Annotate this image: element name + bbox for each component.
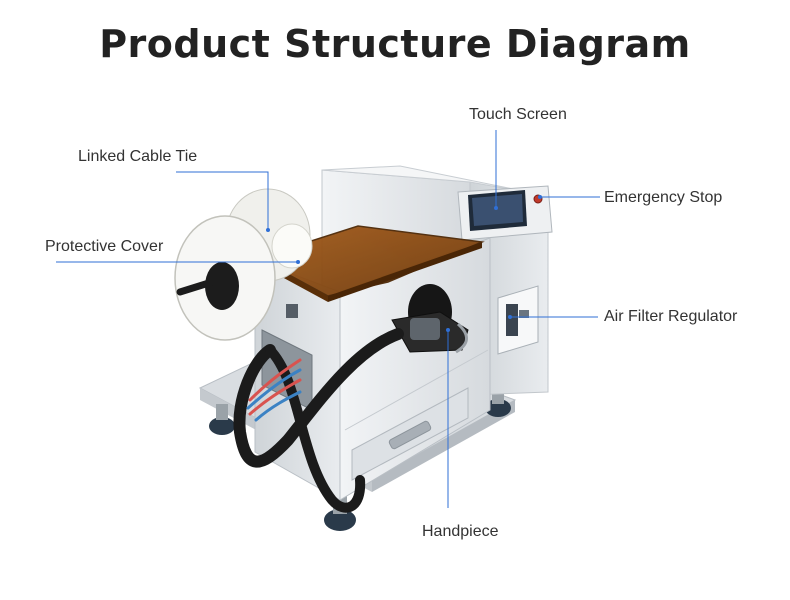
label-handpiece: Handpiece [422, 523, 499, 540]
air-tubes [246, 358, 302, 422]
label-protective-cover: Protective Cover [45, 238, 164, 255]
label-air-filter-regulator: Air Filter Regulator [604, 308, 738, 325]
leader-lines [56, 130, 600, 508]
control-panel [457, 185, 553, 241]
leader-linked-cable-tie [176, 171, 269, 230]
label-touch-screen: Touch Screen [469, 106, 567, 123]
protective-cover [256, 225, 485, 302]
black-hose-loop [265, 345, 366, 513]
air-filter-regulator [497, 285, 539, 355]
page-title: Product Structure Diagram [99, 22, 691, 66]
label-linked-cable-tie: Linked Cable Tie [78, 148, 198, 165]
handpiece [391, 284, 469, 354]
label-emergency-stop: Emergency Stop [604, 189, 723, 206]
leader-endpoints [266, 195, 542, 332]
cable-tie-reel [174, 188, 313, 341]
black-hose [233, 328, 404, 468]
